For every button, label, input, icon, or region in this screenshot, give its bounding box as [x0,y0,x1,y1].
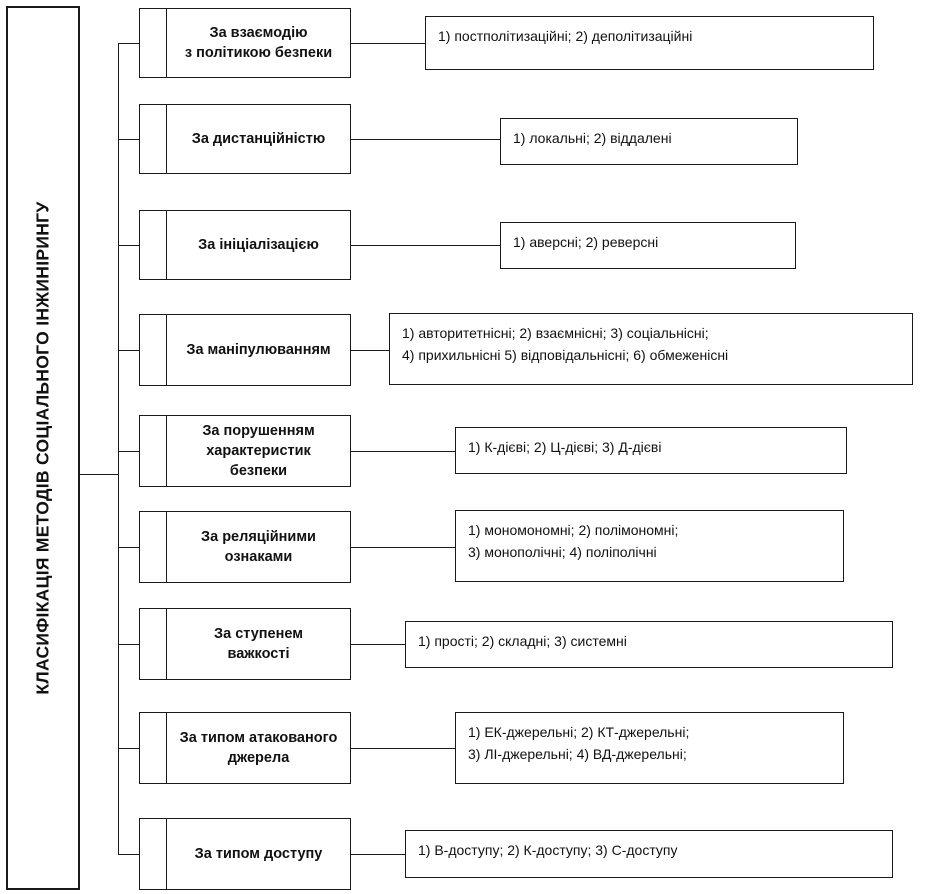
category-box-8: За типом доступу [139,818,351,890]
category-box-1: За дистанційністю [139,104,351,174]
values-box-2: 1) аверсні; 2) реверсні [500,222,796,269]
category-box-3: За маніпулюванням [139,314,351,386]
category-notch [166,315,167,385]
spine-line [118,43,119,855]
desc-connector-2 [351,245,500,246]
category-box-5: За реляційними ознаками [139,511,351,583]
values-text: 1) В-доступу; 2) К-доступу; 3) С-доступу [418,842,678,858]
desc-connector-5 [351,547,455,548]
root-label: КЛАСИФІКАЦІЯ МЕТОДІВ СОЦІАЛЬНОГО ІНЖИНІР… [32,201,53,695]
category-label: За взаємодію з політикою безпеки [184,25,333,61]
category-label: За дистанційністю [191,131,326,147]
values-text: 1) авторитетнісні; 2) взаємнісні; 3) соц… [402,325,729,363]
values-box-4: 1) К-дієві; 2) Ц-дієві; 3) Д-дієві [455,427,847,474]
category-label: За типом атакованого джерела [179,730,338,766]
branch-line-2 [118,245,139,246]
desc-connector-1 [351,139,500,140]
values-box-5: 1) мономономні; 2) полімономні; 3) моноп… [455,510,844,582]
branch-line-6 [118,644,139,645]
category-notch [166,512,167,582]
desc-connector-6 [351,644,405,645]
values-box-3: 1) авторитетнісні; 2) взаємнісні; 3) соц… [389,313,913,385]
category-box-0: За взаємодію з політикою безпеки [139,8,351,78]
category-label: За ініціалізацією [198,237,319,253]
desc-connector-3 [351,350,389,351]
category-label: За типом доступу [194,846,323,862]
category-notch [166,819,167,889]
category-label: За маніпулюванням [186,342,331,358]
root-connector [80,474,118,475]
values-box-0: 1) постполітизаційні; 2) деполітизаційні [425,16,874,70]
values-box-1: 1) локальні; 2) віддалені [500,118,798,165]
category-box-4: За порушенням характеристик безпеки [139,415,351,487]
desc-connector-7 [351,748,455,749]
values-text: 1) ЕК-джерельні; 2) КТ-джерельні; 3) ЛІ-… [468,724,690,762]
category-notch [166,9,167,77]
values-box-7: 1) ЕК-джерельні; 2) КТ-джерельні; 3) ЛІ-… [455,712,844,784]
branch-line-7 [118,748,139,749]
branch-line-4 [118,451,139,452]
values-box-6: 1) прості; 2) складні; 3) системні [405,621,893,668]
values-text: 1) мономономні; 2) полімономні; 3) моноп… [468,522,679,560]
values-text: 1) прості; 2) складні; 3) системні [418,633,627,649]
desc-connector-4 [351,451,455,452]
category-label: За порушенням характеристик безпеки [202,423,315,479]
category-notch [166,211,167,279]
category-notch [166,416,167,486]
category-label: За ступенем важкості [214,626,303,662]
category-notch [166,713,167,783]
desc-connector-0 [351,43,425,44]
values-text: 1) аверсні; 2) реверсні [513,234,659,250]
category-box-6: За ступенем важкості [139,608,351,680]
branch-line-3 [118,350,139,351]
root-box: КЛАСИФІКАЦІЯ МЕТОДІВ СОЦІАЛЬНОГО ІНЖИНІР… [6,6,80,890]
category-box-2: За ініціалізацією [139,210,351,280]
category-box-7: За типом атакованого джерела [139,712,351,784]
values-text: 1) постполітизаційні; 2) деполітизаційні [438,28,693,44]
branch-line-1 [118,139,139,140]
values-text: 1) локальні; 2) віддалені [513,130,672,146]
desc-connector-8 [351,854,405,855]
branch-line-0 [118,43,139,44]
category-notch [166,105,167,173]
values-text: 1) К-дієві; 2) Ц-дієві; 3) Д-дієві [468,439,662,455]
category-label: За реляційними ознаками [201,529,316,565]
category-notch [166,609,167,679]
branch-line-8 [118,854,139,855]
branch-line-5 [118,547,139,548]
values-box-8: 1) В-доступу; 2) К-доступу; 3) С-доступу [405,830,893,878]
